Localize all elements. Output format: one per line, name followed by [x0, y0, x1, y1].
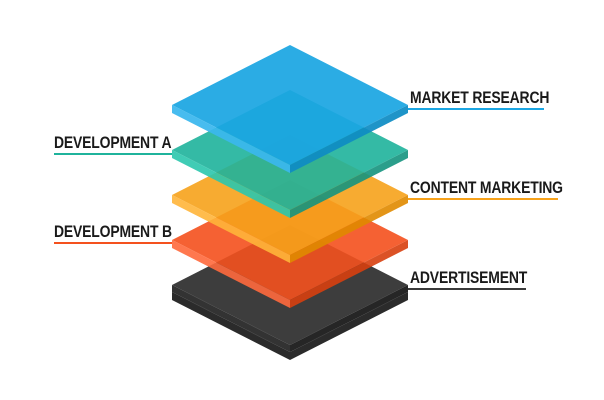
underline-market-research	[408, 108, 544, 110]
label-market-research: MARKET RESEARCH	[410, 88, 550, 107]
label-development-a: DEVELOPMENT A	[54, 133, 172, 152]
label-advertisement: ADVERTISEMENT	[410, 268, 528, 287]
label-content-marketing: CONTENT MARKETING	[410, 178, 563, 197]
label-development-b: DEVELOPMENT B	[54, 222, 172, 241]
underline-content-marketing	[408, 198, 558, 200]
underline-advertisement	[408, 288, 526, 290]
underline-development-b	[54, 242, 172, 244]
underline-development-a	[54, 153, 172, 155]
layer-market-research	[172, 45, 408, 173]
